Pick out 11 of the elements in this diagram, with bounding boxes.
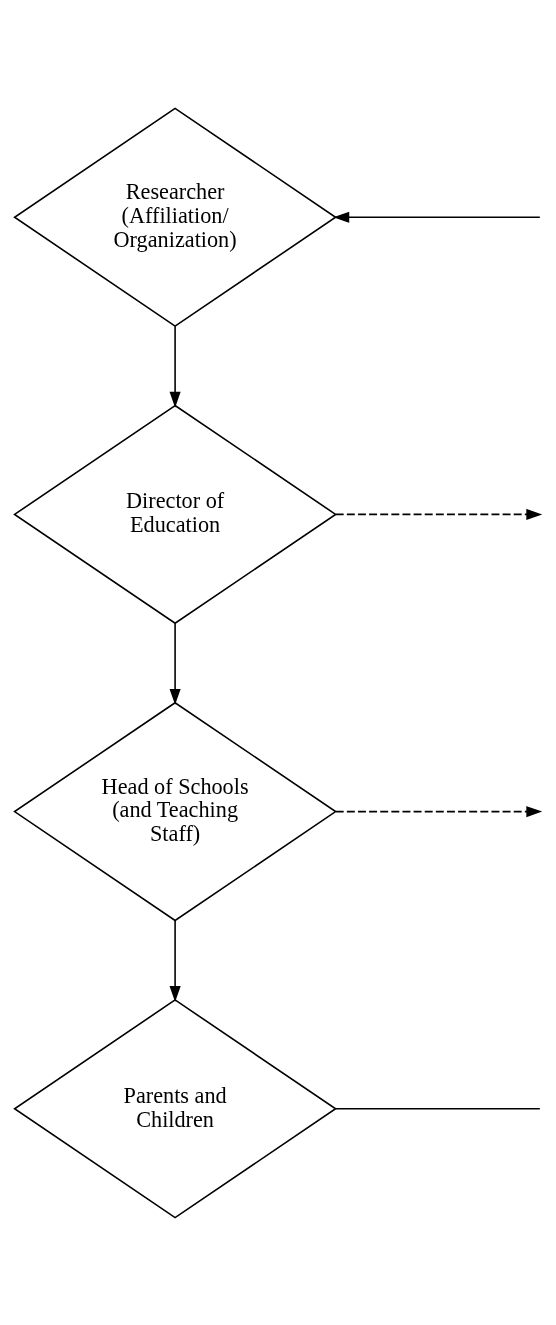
connector xyxy=(334,1107,541,1110)
arrow xyxy=(334,508,543,520)
arrow xyxy=(169,622,181,705)
node-diamond: Researcher (Affiliation/ Organization) xyxy=(13,106,338,327)
arrow xyxy=(334,805,543,817)
node-diamond: Head of Schools (and Teaching Staff) xyxy=(13,701,338,921)
node-diamond: Parents and Children xyxy=(13,998,338,1219)
arrow xyxy=(333,211,541,223)
arrow xyxy=(169,919,181,1002)
arrow xyxy=(169,324,181,408)
node-diamond: Director of Education xyxy=(13,404,338,624)
